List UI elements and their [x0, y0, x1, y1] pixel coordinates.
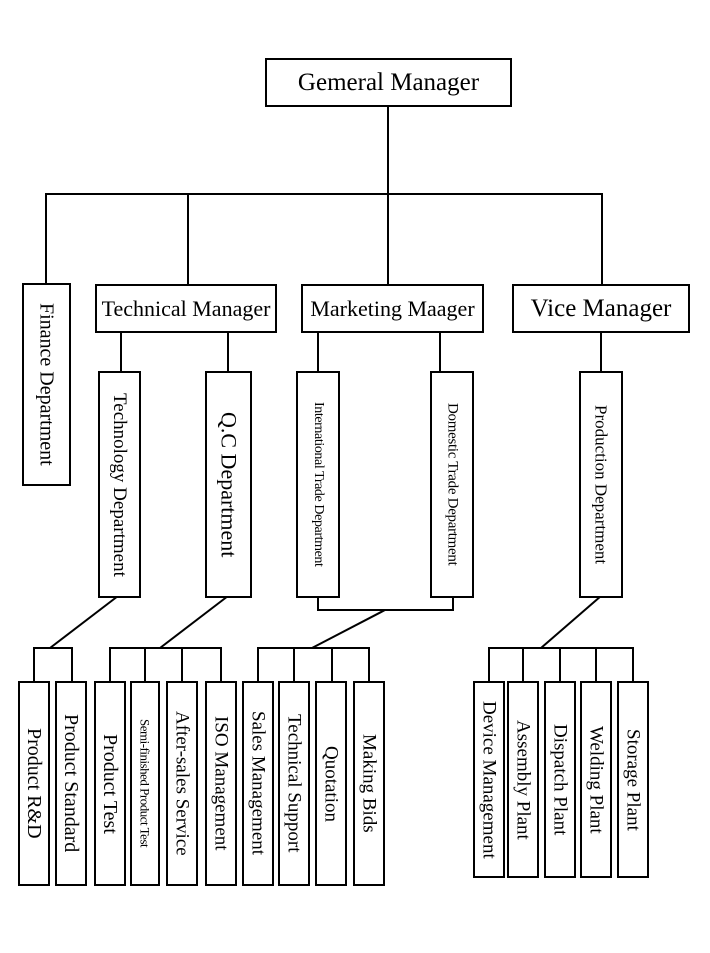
qc-department-label: Q.C Department: [216, 411, 242, 558]
domestic-trade-department-label: Domestic Trade Department: [444, 403, 461, 566]
product-rd-label: Product R&D: [23, 728, 45, 839]
welding-plant-box: Welding Plant: [580, 681, 612, 878]
finance-department-label: Finance Department: [35, 303, 58, 466]
marketing-manager-label: Marketing Maager: [310, 295, 475, 321]
domestic-trade-department-box: Domestic Trade Department: [430, 371, 474, 598]
iso-management-label: ISO Management: [210, 716, 232, 851]
after-sales-service-box: After-sales Service: [166, 681, 198, 886]
iso-management-box: ISO Management: [205, 681, 237, 886]
making-bids-box: Making Bids: [353, 681, 385, 886]
product-standard-label: Product Standard: [60, 714, 82, 853]
product-test-box: Product Test: [94, 681, 126, 886]
technology-department-box: Technology Department: [98, 371, 141, 598]
product-rd-box: Product R&D: [18, 681, 50, 886]
finance-department-box: Finance Department: [22, 283, 71, 486]
production-department-box: Production Department: [579, 371, 623, 598]
general-manager-label: Gemeral Manager: [297, 69, 480, 96]
international-trade-department-box: International Trade Department: [296, 371, 340, 598]
marketing-manager-box: Marketing Maager: [301, 284, 484, 333]
dispatch-plant-label: Dispatch Plant: [549, 723, 571, 836]
device-management-box: Device Management: [473, 681, 505, 878]
after-sales-service-label: After-sales Service: [171, 711, 193, 856]
making-bids-label: Making Bids: [358, 734, 380, 833]
device-management-label: Device Management: [478, 700, 500, 859]
assembly-plant-label: Assembly Plant: [512, 719, 534, 840]
semi-finished-product-test-label: Semi-finished Product Test: [137, 719, 153, 848]
vice-manager-label: Vice Manager: [530, 295, 672, 322]
quotation-label: Quotation: [320, 745, 342, 822]
sales-management-label: Sales Management: [247, 711, 269, 856]
semi-finished-product-test-box: Semi-finished Product Test: [130, 681, 160, 886]
technology-department-label: Technology Department: [109, 392, 130, 577]
production-department-label: Production Department: [591, 404, 611, 565]
quotation-box: Quotation: [315, 681, 347, 886]
storage-plant-label: Storage Plant: [622, 728, 644, 831]
vice-manager-box: Vice Manager: [512, 284, 690, 333]
product-test-label: Product Test: [99, 733, 121, 834]
welding-plant-label: Welding Plant: [585, 725, 607, 834]
product-standard-box: Product Standard: [55, 681, 87, 886]
technical-manager-box: Technical Manager: [95, 284, 277, 333]
technical-support-label: Technical Support: [283, 714, 305, 853]
technical-manager-label: Technical Manager: [101, 295, 271, 321]
international-trade-department-label: International Trade Department: [311, 402, 326, 567]
qc-department-box: Q.C Department: [205, 371, 252, 598]
storage-plant-box: Storage Plant: [617, 681, 649, 878]
general-manager-box: Gemeral Manager: [265, 58, 512, 107]
technical-support-box: Technical Support: [278, 681, 310, 886]
dispatch-plant-box: Dispatch Plant: [544, 681, 576, 878]
sales-management-box: Sales Management: [242, 681, 274, 886]
assembly-plant-box: Assembly Plant: [507, 681, 539, 878]
